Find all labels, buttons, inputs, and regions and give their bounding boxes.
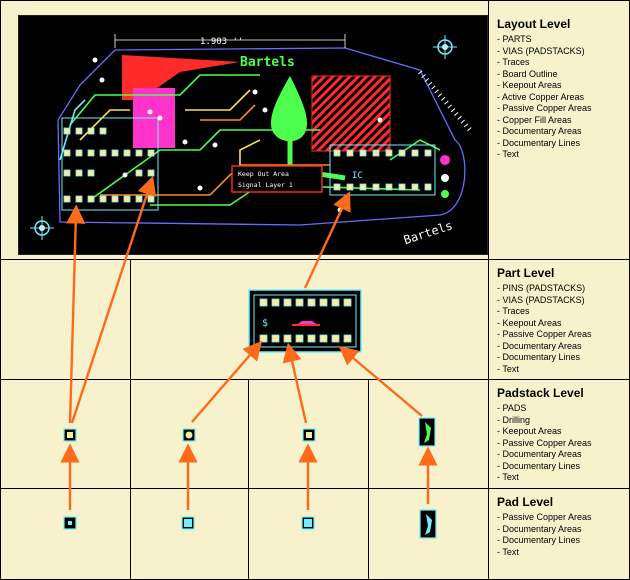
board-outline (57, 47, 466, 226)
pad-level-title: Pad Level (497, 495, 554, 509)
copper-fill-area (311, 75, 391, 152)
layout-item: Passive Copper Areas (497, 103, 592, 115)
padstack-item: Text (497, 472, 592, 484)
pad-2 (181, 516, 195, 530)
layout-level-title: Layout Level (497, 17, 571, 31)
part-item: Passive Copper Areas (497, 329, 592, 341)
teardrop-copper (270, 76, 308, 142)
ic-label: IC (352, 171, 363, 181)
layout-item: Documentary Lines (497, 138, 592, 150)
layout-item: VIAS (PADSTACKS) (497, 46, 592, 58)
fiducial-mark (433, 35, 457, 59)
board-brand-top: Bartels (240, 55, 295, 70)
padstack-item: Passive Copper Areas (497, 438, 592, 450)
part-item: PINS (PADSTACKS) (497, 283, 592, 295)
layout-item: Board Outline (497, 69, 592, 81)
pad-item: Text (497, 547, 592, 559)
padstack-item: Keepout Areas (497, 426, 592, 438)
connector-pad (440, 155, 450, 165)
arrow-via2-part (191, 340, 263, 423)
dimension-label: 1.903 '' (200, 37, 243, 47)
layout-level-panel: Layout Level PARTS VIAS (PADSTACKS) Trac… (497, 17, 592, 161)
divider-layout-part (0, 259, 629, 260)
padstack-via-1 (63, 428, 77, 442)
fiducial-mark (30, 216, 54, 240)
part-dollar-label: $ (262, 318, 268, 329)
padstack-item: PADS (497, 403, 592, 415)
right-ic-footprint: IC (329, 144, 450, 198)
connector-pad (441, 174, 449, 182)
pad-4 (419, 509, 437, 539)
part-item: VIAS (PADSTACKS) (497, 295, 592, 307)
part-footprint: $ (248, 289, 362, 353)
layout-level-list: PARTS VIAS (PADSTACKS) Traces Board Outl… (497, 34, 592, 161)
padstack-item: Documentary Areas (497, 449, 592, 461)
part-item: Keepout Areas (497, 318, 592, 330)
padstack-item: Documentary Lines (497, 461, 592, 473)
hierarchy-arrows (60, 175, 438, 510)
divider-part-padstack (0, 379, 629, 380)
pad-3 (301, 516, 315, 530)
arrow-pad4-part (338, 345, 423, 417)
divider-part-col (130, 259, 131, 379)
divider-padstack-pad (0, 488, 629, 489)
board-brand-bottom: Bartels (402, 218, 454, 247)
divider-pad-col2 (248, 379, 249, 579)
keepout-area: Keep Out Area Signal Layer 1 (231, 165, 323, 193)
pad-item: Passive Copper Areas (497, 512, 592, 524)
divider-pad-col3 (368, 379, 369, 579)
pad-level-panel: Pad Level Passive Copper Areas Documenta… (497, 495, 592, 558)
part-item: Documentary Lines (497, 352, 592, 364)
arrow-via1-board-b (70, 175, 157, 424)
arrow-via3-part (282, 342, 308, 424)
pad-item: Documentary Lines (497, 535, 592, 547)
layout-item: Keepout Areas (497, 80, 592, 92)
part-item: Text (497, 364, 592, 376)
padstack-item: Drilling (497, 415, 592, 427)
part-level-list: PINS (PADSTACKS) VIAS (PADSTACKS) Traces… (497, 283, 592, 376)
layout-item: Documentary Areas (497, 126, 592, 138)
arrow-part-board (303, 191, 351, 289)
padstack-pad-4 (418, 417, 436, 447)
divider-vertical-main (488, 0, 489, 579)
layout-item: PARTS (497, 34, 592, 46)
keepout-line2: Signal Layer 1 (238, 181, 293, 189)
pcb-layout-view (18, 15, 488, 255)
padstack-via-3 (302, 428, 316, 442)
layout-item: Active Copper Areas (497, 92, 592, 104)
layout-item: Traces (497, 57, 592, 69)
padstack-via-2 (182, 428, 196, 442)
layout-item: Text (497, 149, 592, 161)
part-level-panel: Part Level PINS (PADSTACKS) VIAS (PADSTA… (497, 266, 592, 375)
part-item: Documentary Areas (497, 341, 592, 353)
pad-item: Documentary Areas (497, 524, 592, 536)
padstack-level-panel: Padstack Level PADS Drilling Keepout Are… (497, 386, 592, 484)
part-level-title: Part Level (497, 266, 555, 280)
pad-1 (63, 516, 77, 530)
part-item: Traces (497, 306, 592, 318)
divider-pad-col1 (130, 379, 131, 579)
pad-level-list: Passive Copper Areas Documentary Areas D… (497, 512, 592, 559)
arrow-via1-board-a (66, 204, 86, 424)
keepout-line1: Keep Out Area (238, 170, 289, 178)
connector-pad (441, 190, 449, 198)
padstack-level-list: PADS Drilling Keepout Areas Passive Copp… (497, 403, 592, 484)
padstack-level-title: Padstack Level (497, 386, 584, 400)
layout-item: Copper Fill Areas (497, 115, 592, 127)
